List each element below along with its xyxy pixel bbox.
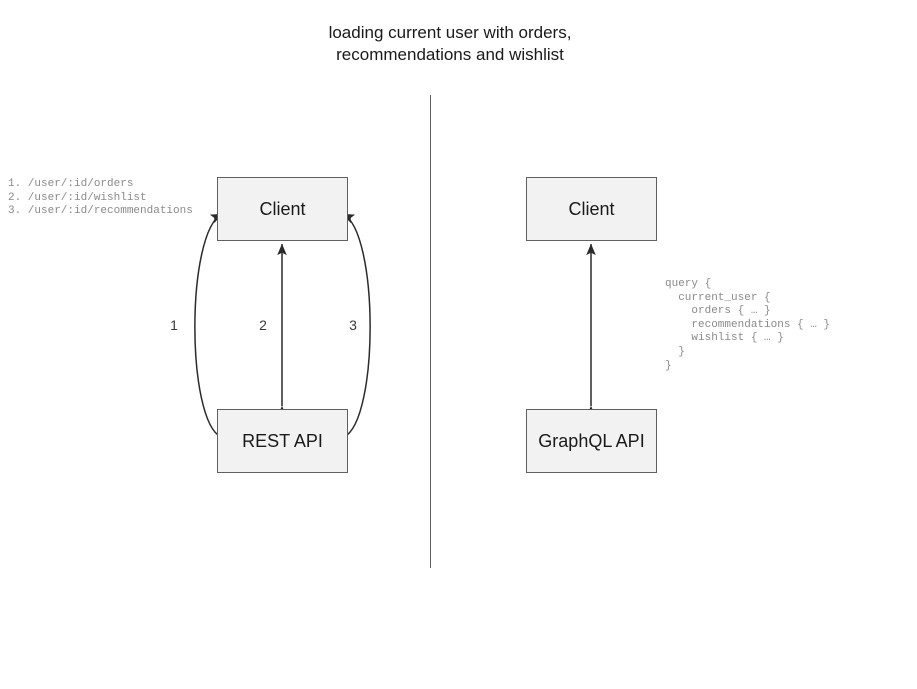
edge-1-rest-orders xyxy=(194,213,234,447)
edge-label-3: 3 xyxy=(349,317,357,333)
node-rest-api[interactable]: REST API xyxy=(217,409,348,473)
node-graphql-api[interactable]: GraphQL API xyxy=(526,409,657,473)
edge-label-2: 2 xyxy=(259,317,267,333)
edge-label-1: 1 xyxy=(170,317,178,333)
node-client-graphql[interactable]: Client xyxy=(526,177,657,241)
rest-endpoints-annotation: 1. /user/:id/orders 2. /user/:id/wishlis… xyxy=(8,178,193,218)
diagram-title: loading current user with orders, recomm… xyxy=(328,23,572,64)
panel-divider xyxy=(430,95,431,568)
node-client-rest[interactable]: Client xyxy=(217,177,348,241)
graphql-query-annotation: query { current_user { orders { … } reco… xyxy=(665,278,831,372)
